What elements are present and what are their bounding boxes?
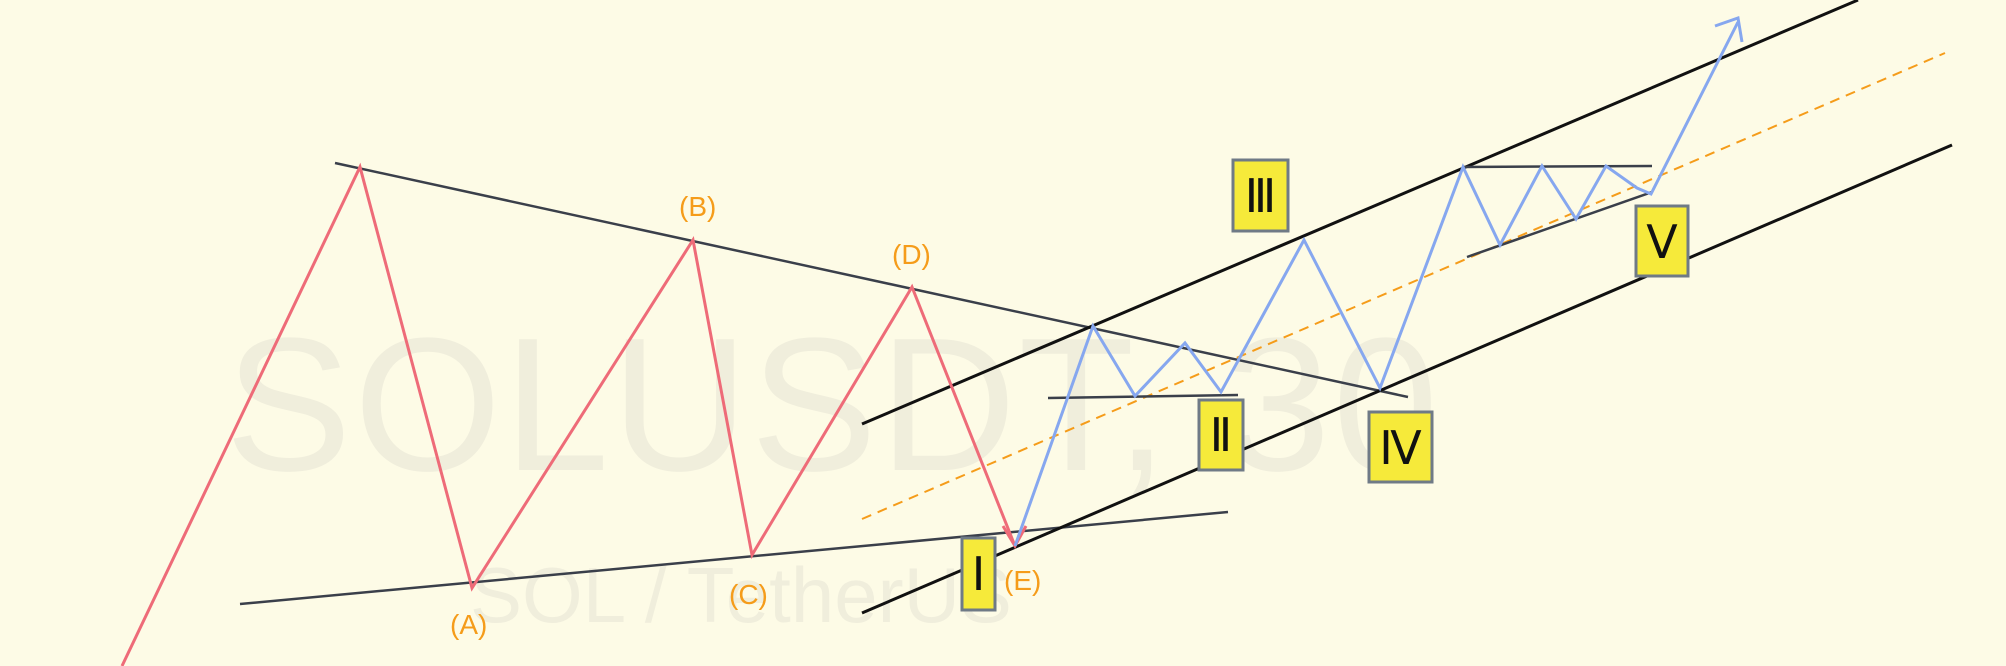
wave-box-5: Ⅴ [1634,204,1690,278]
wave-label-1: Ⅰ [972,547,986,601]
wave2-base-line [1047,393,1239,400]
wave-box-1: Ⅰ [960,536,997,612]
watermark-symbol: SOLUSDT, 30 [225,299,1440,511]
wave-label-5: Ⅴ [1646,215,1678,269]
label-d: (D) [892,239,931,270]
wave-label-4: Ⅳ [1379,421,1422,475]
wave-box-2: Ⅱ [1197,398,1245,472]
watermark-pair: SOL / TetherUS [470,551,1012,639]
label-a: (A) [450,609,487,640]
triangle-upper-line [334,161,1409,399]
wave4-upper-line [1462,164,1653,169]
impulse-wave-path [1013,21,1740,547]
channel-upper-line [861,0,1859,426]
wave-label-2: Ⅱ [1210,408,1233,462]
correction-wave-path [120,162,1017,666]
label-c: (C) [729,579,768,610]
wave-box-3: Ⅲ [1231,158,1290,233]
impulse-arrowhead [1714,15,1744,43]
wave4-lower-line [1466,190,1653,259]
label-e: (E) [1004,565,1041,596]
label-b: (B) [679,191,716,222]
wave-box-4: Ⅳ [1367,410,1434,484]
channel-lower-line [861,143,1953,615]
channel-midline [861,52,1946,520]
wave-label-3: Ⅲ [1245,169,1277,223]
